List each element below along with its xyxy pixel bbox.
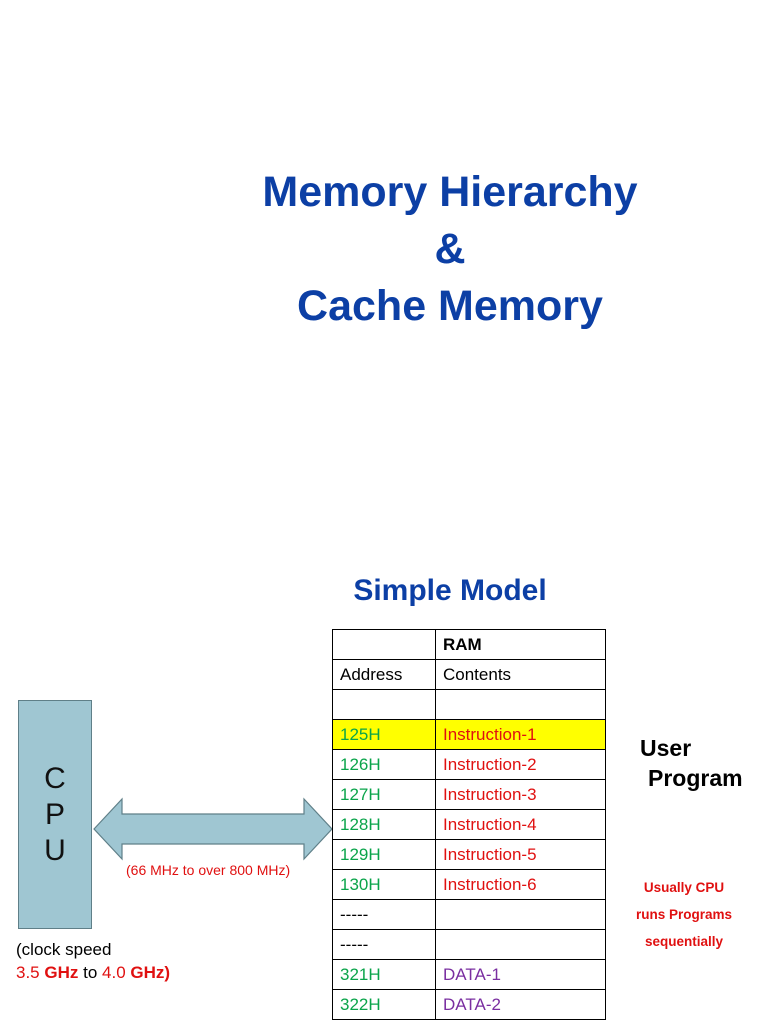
ram-header-blank	[332, 629, 436, 660]
note-line-3: sequentially	[644, 934, 724, 949]
table-row: 126H Instruction-2	[332, 749, 606, 780]
table-row: -----	[332, 899, 606, 930]
subtitle: Simple Model	[353, 574, 547, 607]
address-cell: 125H	[332, 719, 436, 750]
clock-high: 4.0	[102, 963, 126, 982]
cpu-block: C P U	[18, 700, 92, 929]
note-line-2: runs Programs	[635, 907, 733, 922]
contents-cell: Instruction-5	[435, 839, 606, 870]
cpu-letter-p: P	[44, 797, 65, 831]
table-row: -----	[332, 929, 606, 960]
bus-double-arrow	[93, 797, 333, 861]
table-row: 127H Instruction-3	[332, 779, 606, 810]
user-program-line-1: User	[640, 735, 692, 761]
title-line-3: Cache Memory	[297, 282, 603, 330]
table-row: 130H Instruction-6	[332, 869, 606, 900]
contents-cell: DATA-1	[435, 959, 606, 990]
clock-unit-2: GHz)	[130, 963, 171, 982]
table-row: 322H DATA-2	[332, 989, 606, 1020]
table-row: 321H DATA-1	[332, 959, 606, 990]
address-cell	[332, 689, 436, 720]
contents-cell: Instruction-1	[435, 719, 606, 750]
clock-low: 3.5	[16, 963, 40, 982]
address-cell: 126H	[332, 749, 436, 780]
user-program-label: User Program	[640, 733, 743, 793]
contents-cell	[435, 929, 606, 960]
ram-header: RAM	[435, 629, 606, 660]
address-cell: 129H	[332, 839, 436, 870]
note-line-1: Usually CPU	[643, 880, 725, 895]
address-column-header: Address	[332, 659, 436, 690]
title-line-1: Memory Hierarchy	[262, 168, 638, 216]
clock-speed: (clock speed 3.5 GHz to 4.0 GHz)	[16, 938, 170, 984]
address-cell: 321H	[332, 959, 436, 990]
column-header-row: Address Contents	[332, 659, 606, 690]
clock-unit-1: GHz	[44, 963, 79, 982]
contents-cell: Instruction-3	[435, 779, 606, 810]
clock-to: to	[83, 963, 98, 982]
address-cell: 128H	[332, 809, 436, 840]
contents-cell: Instruction-2	[435, 749, 606, 780]
address-cell: 127H	[332, 779, 436, 810]
cpu-letter-u: U	[44, 833, 66, 867]
contents-cell	[435, 689, 606, 720]
sequential-note: Usually CPU runs Programs sequentially	[624, 874, 744, 955]
address-cell: -----	[332, 899, 436, 930]
address-cell: 322H	[332, 989, 436, 1020]
user-program-line-2: Program	[648, 765, 743, 791]
contents-cell: DATA-2	[435, 989, 606, 1020]
title-line-2: &	[434, 225, 466, 273]
ram-table: RAM Address Contents 125H Instruction-1 …	[332, 629, 606, 1020]
clock-range: 3.5 GHz to 4.0 GHz)	[16, 961, 170, 984]
slide-title: Memory Hierarchy & Cache Memory	[180, 164, 720, 335]
contents-cell	[435, 899, 606, 930]
bus-speed-label: (66 MHz to over 800 MHz)	[126, 862, 291, 878]
contents-column-header: Contents	[435, 659, 606, 690]
address-cell: 130H	[332, 869, 436, 900]
contents-cell: Instruction-4	[435, 809, 606, 840]
table-row-highlighted: 125H Instruction-1	[332, 719, 606, 750]
table-row: 128H Instruction-4	[332, 809, 606, 840]
clock-label: (clock speed	[16, 940, 112, 959]
contents-cell: Instruction-6	[435, 869, 606, 900]
cpu-letter-c: C	[44, 761, 66, 795]
address-cell: -----	[332, 929, 436, 960]
table-row: 129H Instruction-5	[332, 839, 606, 870]
ram-header-row: RAM	[332, 629, 606, 660]
table-row	[332, 689, 606, 720]
